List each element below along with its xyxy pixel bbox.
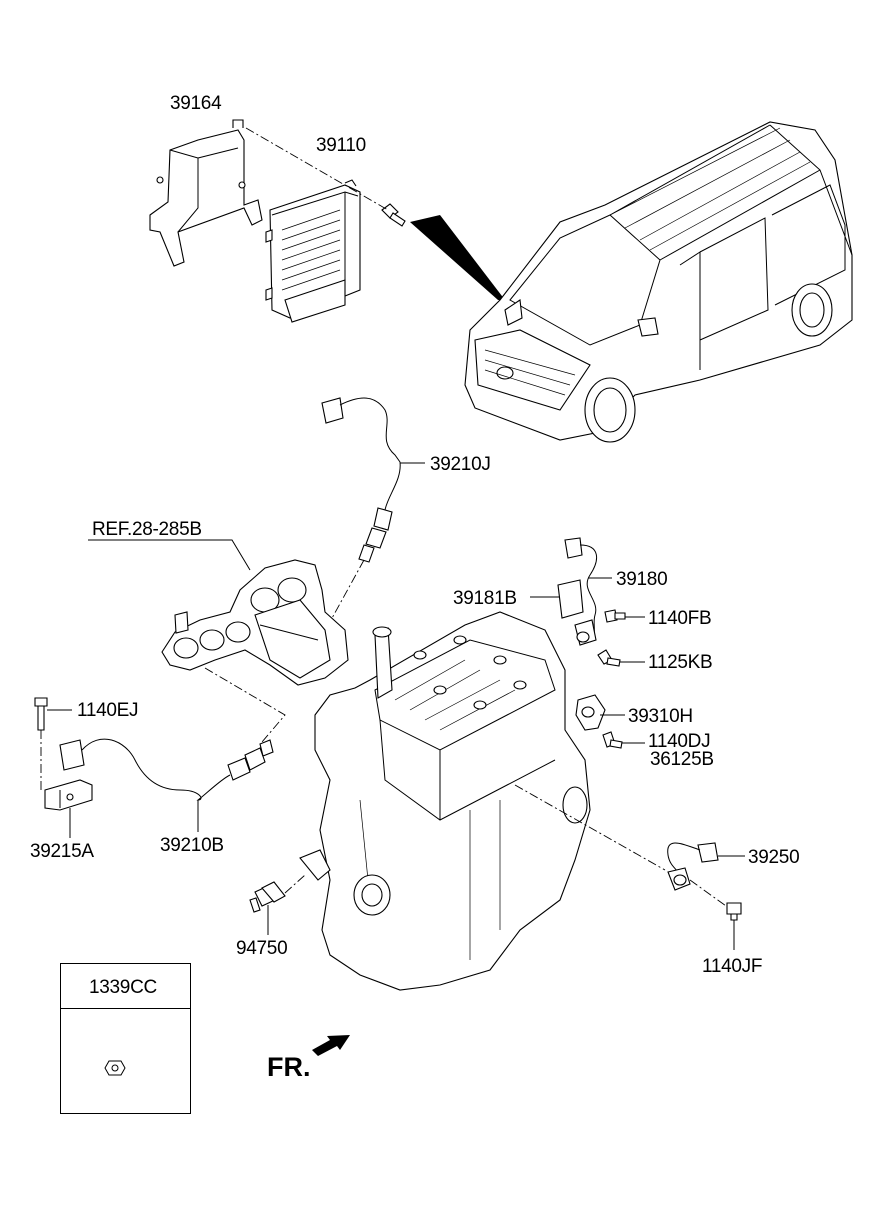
exhaust-manifold[interactable] <box>161 559 349 686</box>
leader-ref <box>88 539 251 571</box>
location-pointer <box>410 215 505 300</box>
crank-position-sensor[interactable] <box>575 694 606 731</box>
leader-manifold-to-39210B <box>204 667 286 743</box>
label-39215A[interactable]: 39215A <box>30 841 94 862</box>
bolt-1140DJ[interactable] <box>602 731 623 749</box>
ecu-bracket[interactable] <box>149 119 263 267</box>
coolant-temp-sensor[interactable] <box>249 881 286 913</box>
label-39210J[interactable]: 39210J <box>430 454 491 475</box>
label-94750[interactable]: 94750 <box>236 938 288 959</box>
oxygen-sensor-upstream[interactable] <box>321 397 401 563</box>
bolt-1140FB[interactable] <box>604 609 626 623</box>
ecu-module[interactable] <box>265 179 361 323</box>
label-36125B[interactable]: 36125B <box>650 749 714 770</box>
bolt-1140JF[interactable] <box>726 902 742 921</box>
van-illustration <box>464 121 853 443</box>
oxygen-sensor-downstream[interactable] <box>59 738 274 810</box>
label-ref-28-285B[interactable]: REF.28-285B <box>92 519 202 540</box>
leader-knock-to-engine <box>514 784 666 871</box>
label-39164[interactable]: 39164 <box>170 93 222 114</box>
front-direction-arrow <box>312 1035 350 1056</box>
label-1125KB[interactable]: 1125KB <box>648 652 713 673</box>
label-1140DJ[interactable]: 1140DJ <box>648 731 711 752</box>
label-39310H[interactable]: 39310H <box>628 706 693 727</box>
label-39180[interactable]: 39180 <box>616 569 668 590</box>
label-1140EJ[interactable]: 1140EJ <box>77 700 139 721</box>
legend-box-1339CC: 1339CC <box>60 963 191 1114</box>
sensor-bracket[interactable] <box>44 779 93 811</box>
label-1140JF[interactable]: 1140JF <box>702 956 763 977</box>
bolt-1140EJ[interactable] <box>34 697 48 731</box>
bolt-1125KB[interactable] <box>597 649 621 667</box>
nut-icon[interactable] <box>103 1058 127 1078</box>
label-39181B[interactable]: 39181B <box>453 588 517 609</box>
ecu-bolt[interactable] <box>381 203 406 227</box>
front-direction-label: FR. <box>267 1052 311 1082</box>
leader-bolt-to-knock <box>689 879 727 907</box>
label-1140FB[interactable]: 1140FB <box>648 608 712 629</box>
label-39210B[interactable]: 39210B <box>160 835 224 856</box>
cam-position-sensor[interactable] <box>557 537 598 646</box>
knock-sensor[interactable] <box>667 842 719 891</box>
leader-94750-to-engine <box>284 874 306 894</box>
label-39250[interactable]: 39250 <box>748 847 800 868</box>
legend-code[interactable]: 1339CC <box>89 977 157 998</box>
label-39110[interactable]: 39110 <box>316 135 366 156</box>
legend-divider <box>61 1008 190 1009</box>
leader-ecu-bolt <box>245 127 389 211</box>
engine-block <box>299 611 591 991</box>
